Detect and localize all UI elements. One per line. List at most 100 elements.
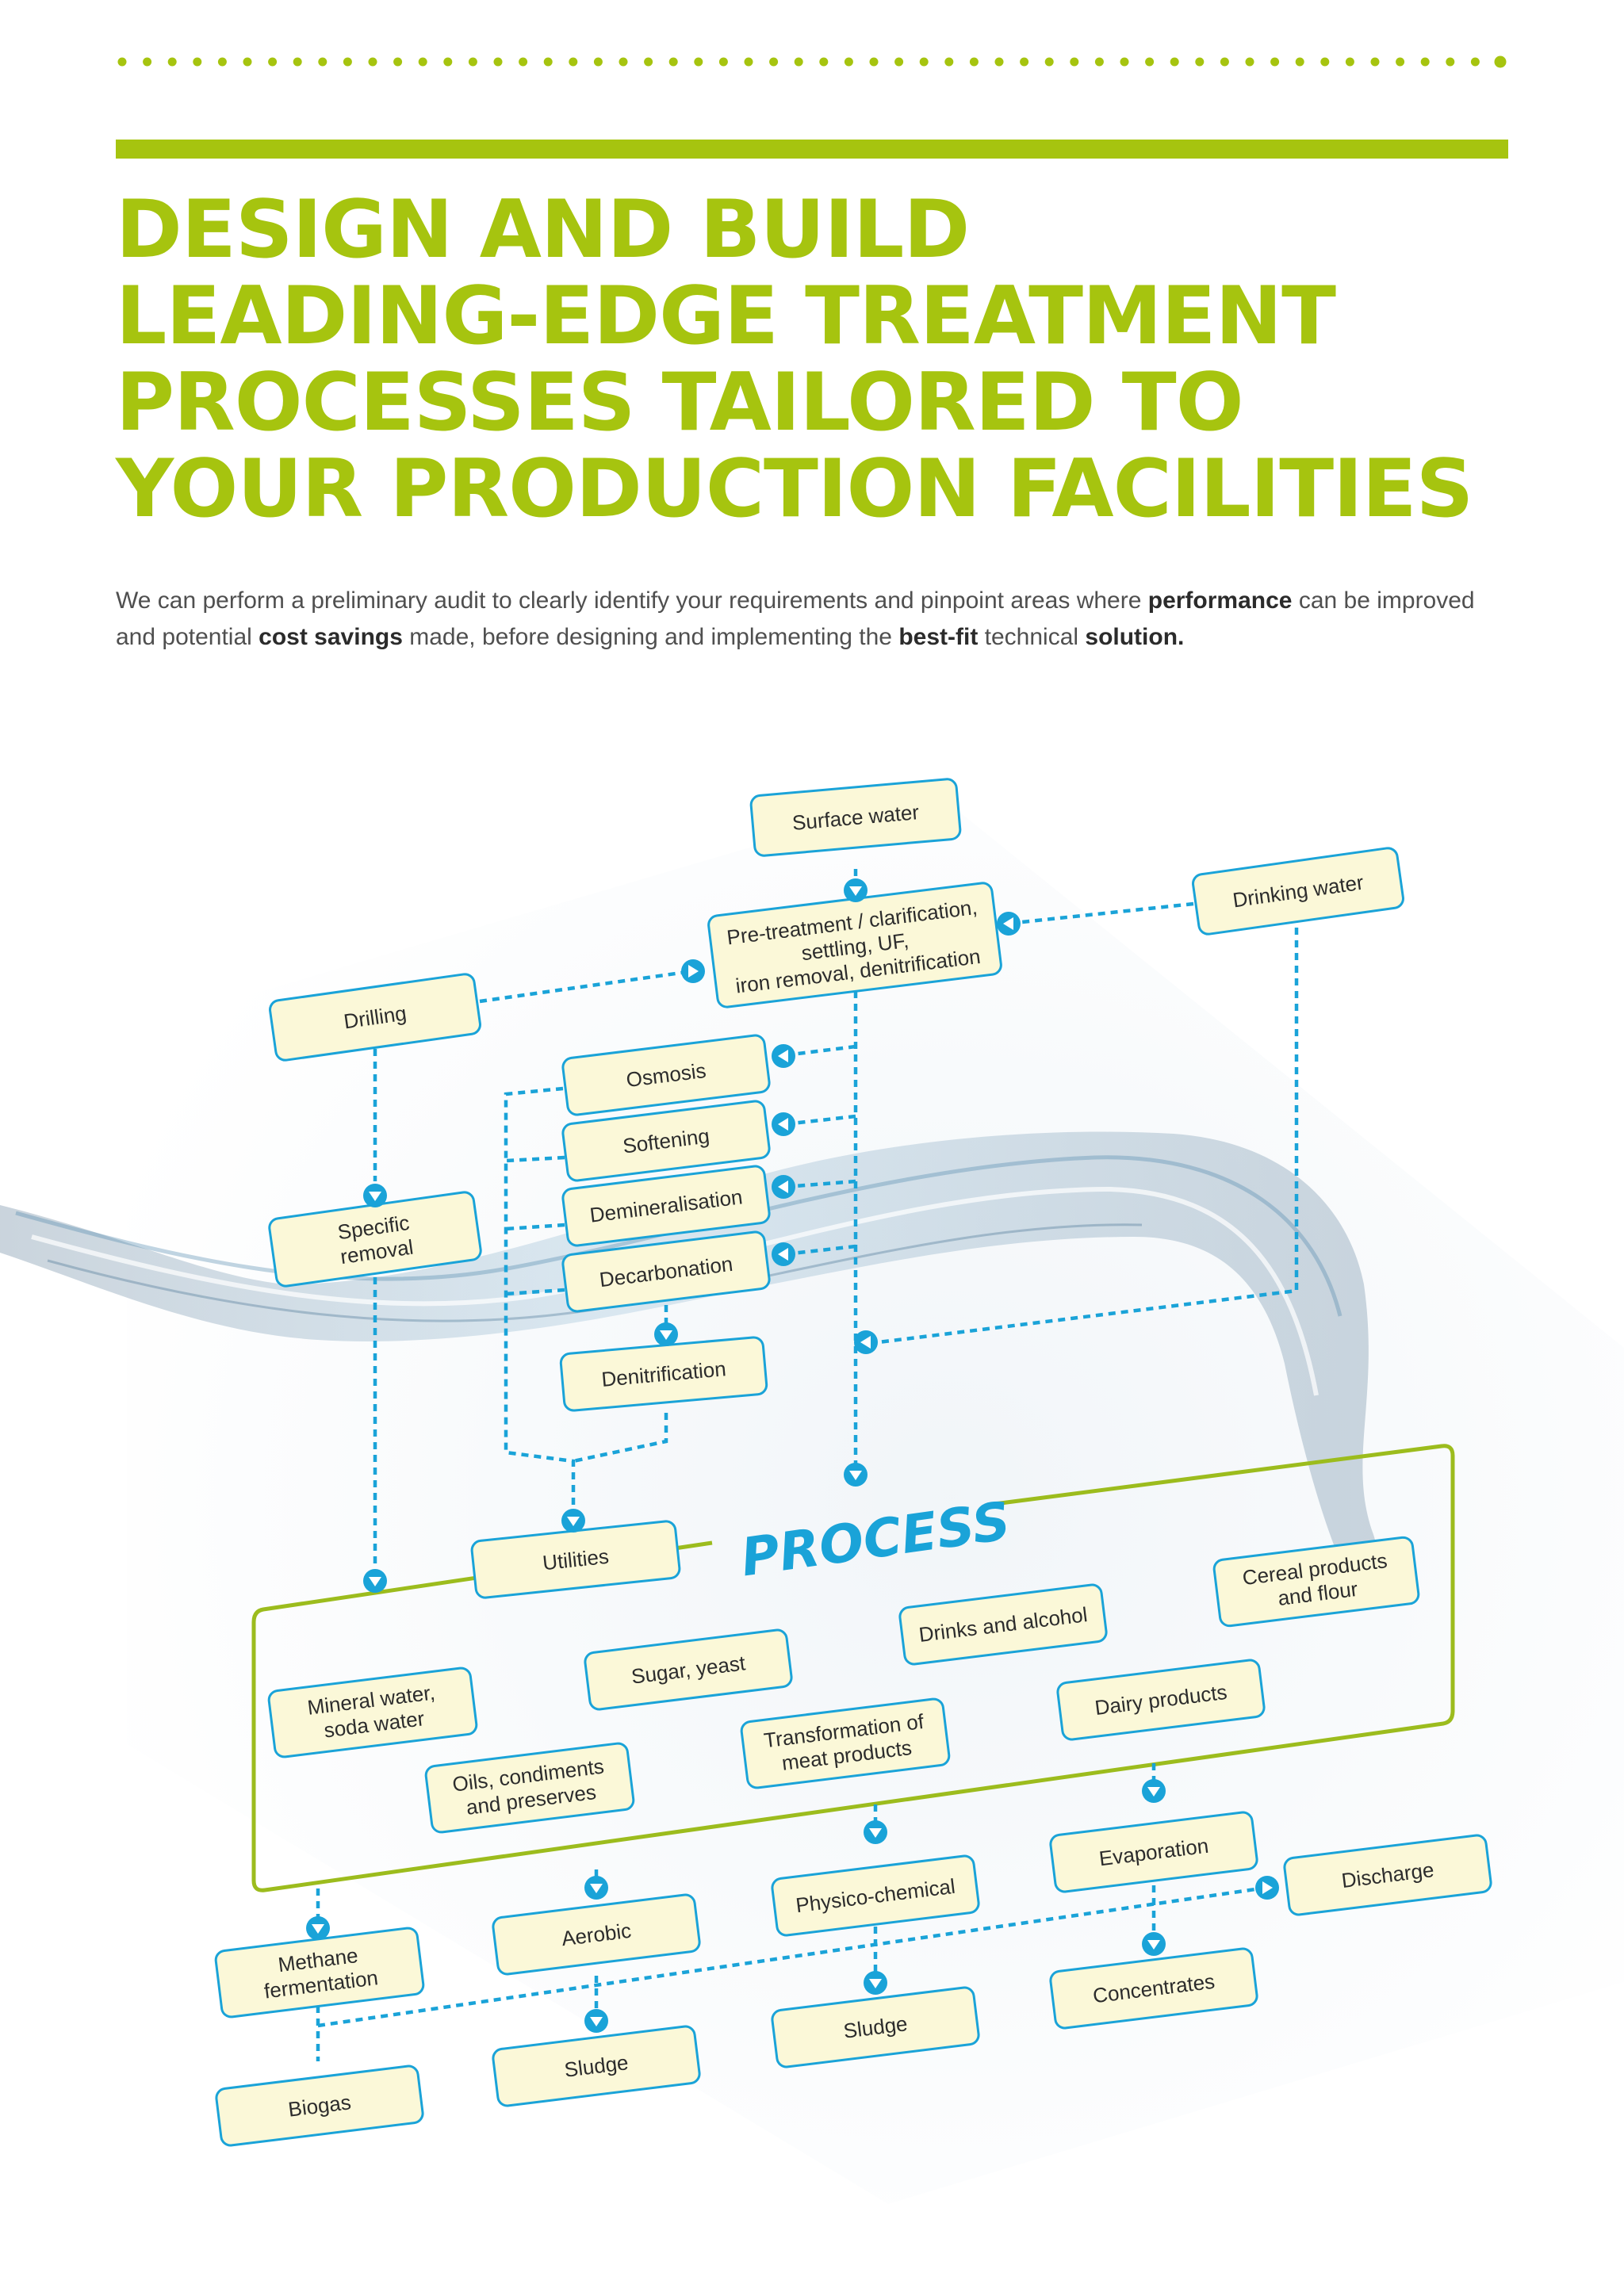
dot: [418, 57, 427, 67]
dot: [243, 57, 252, 67]
title-line-3: PROCESSES TAILORED TO: [116, 355, 1244, 449]
intro-text-3: made, before designing and implementing …: [402, 624, 899, 650]
dot: [994, 57, 1004, 67]
node-dairy-products: Dairy products: [1056, 1659, 1266, 1741]
node-physico-chemical: Physico-chemical: [771, 1854, 980, 1937]
intro-text-4: technical: [978, 624, 1086, 650]
node-demineralisation: Demineralisation: [561, 1165, 771, 1247]
dot: [1195, 57, 1205, 67]
arrow-left-icon: [772, 1242, 795, 1266]
dotted-rule: [117, 55, 1507, 68]
node-biogas: Biogas: [215, 2064, 424, 2147]
arrow-down-icon: [654, 1322, 678, 1346]
dot: [318, 57, 327, 67]
page-title: DESIGN AND BUILD LEADING-EDGE TREATMENT …: [116, 186, 1527, 532]
green-header-bar: [116, 140, 1508, 159]
dot: [167, 57, 177, 67]
dot: [569, 57, 578, 67]
node-discharge: Discharge: [1283, 1834, 1492, 1916]
dot: [1120, 57, 1129, 67]
arrow-down-icon: [306, 1916, 330, 1940]
dot: [1345, 57, 1354, 67]
dot: [668, 57, 678, 67]
node-meat-products: Transformation of meat products: [740, 1697, 951, 1789]
title-line-1: DESIGN AND BUILD: [116, 182, 970, 276]
dot: [718, 57, 728, 67]
arrow-left-icon: [772, 1112, 795, 1136]
node-mineral-water: Mineral water, soda water: [267, 1667, 478, 1758]
dot: [117, 57, 127, 67]
node-denitrification: Denitrification: [559, 1336, 768, 1412]
dot: [1295, 57, 1304, 67]
dot: [619, 57, 628, 67]
dot: [694, 57, 703, 67]
dot: [1446, 57, 1455, 67]
flow-drilling-to-pretreatment: [479, 970, 688, 1004]
arrow-down-icon: [1142, 1932, 1166, 1956]
dot: [1370, 57, 1380, 67]
node-drinking-water: Drinking water: [1192, 847, 1404, 936]
arrow-down-icon: [561, 1509, 585, 1533]
dot: [519, 57, 528, 67]
arrow-down-icon: [584, 2009, 608, 2033]
dot: [1320, 57, 1330, 67]
intro-emphasis-performance: performance: [1147, 587, 1293, 614]
node-sludge-aerobic: Sludge: [492, 2025, 701, 2107]
dot: [969, 57, 979, 67]
node-utilities: Utilities: [470, 1520, 681, 1599]
flow-demin-to-bus: [505, 1223, 565, 1231]
arrow-left-icon: [772, 1044, 795, 1068]
node-cereal-products: Cereal products and flour: [1212, 1536, 1420, 1628]
flow-drinking-down: [878, 928, 1299, 1345]
flow-connectors: [316, 869, 1299, 2061]
dot: [368, 57, 377, 67]
node-drilling: Drilling: [269, 973, 481, 1062]
dot: [593, 57, 603, 67]
node-concentrates: Concentrates: [1049, 1947, 1258, 2030]
node-sugar-yeast: Sugar, yeast: [584, 1628, 793, 1711]
title-line-4: YOUR PRODUCTION FACILITIES: [116, 442, 1473, 535]
dot: [1020, 57, 1029, 67]
dot: [1396, 57, 1405, 67]
arrow-down-icon: [844, 1463, 868, 1487]
flow-drinking-to-pretreatment: [1006, 901, 1194, 926]
flow-treatments-left-bus: [504, 1086, 576, 1510]
arrow-down-icon: [864, 1971, 887, 1995]
arrow-down-icon: [864, 1820, 887, 1844]
dot: [769, 57, 779, 67]
node-specific-removal: Specific removal: [268, 1191, 482, 1288]
dot: [1044, 57, 1054, 67]
process-frame-border: [251, 1444, 1455, 1892]
dot: [543, 57, 553, 67]
arrow-right-icon: [1255, 1876, 1279, 1900]
node-oils-condiments: Oils, condiments and preserves: [424, 1742, 635, 1834]
node-methane-fermentation: Methane fermentation: [214, 1927, 425, 2019]
flow-softening-to-bus: [505, 1155, 565, 1163]
dot: [1245, 57, 1254, 67]
dot: [1420, 57, 1430, 67]
dot: [944, 57, 954, 67]
dot: [1170, 57, 1179, 67]
intro-text-2: can be improved and potential: [116, 587, 1475, 650]
arrow-down-icon: [584, 1876, 608, 1900]
dot: [1494, 55, 1507, 68]
arrow-left-icon: [854, 1330, 878, 1354]
dot: [217, 57, 227, 67]
dot: [293, 57, 302, 67]
intro-text-1: We can perform a preliminary audit to cl…: [116, 587, 1148, 614]
dot: [193, 57, 202, 67]
node-decarbonation: Decarbonation: [561, 1230, 771, 1313]
dot: [894, 57, 904, 67]
intro-emphasis-cost-savings: cost savings: [259, 624, 403, 650]
intro-paragraph: We can perform a preliminary audit to cl…: [116, 583, 1511, 656]
process-flow-diagram: PROCESS: [0, 778, 1624, 2204]
flow-denitrification-to-bus: [573, 1413, 668, 1464]
arrow-left-icon: [997, 912, 1021, 936]
node-pretreatment: Pre-treatment / clarification, settling,…: [707, 882, 1002, 1008]
dot: [744, 57, 753, 67]
dot: [468, 57, 477, 67]
arrow-down-icon: [844, 878, 868, 902]
dot: [343, 57, 352, 67]
arrow-left-icon: [772, 1175, 795, 1199]
flow-decarb-to-bus: [505, 1288, 565, 1296]
